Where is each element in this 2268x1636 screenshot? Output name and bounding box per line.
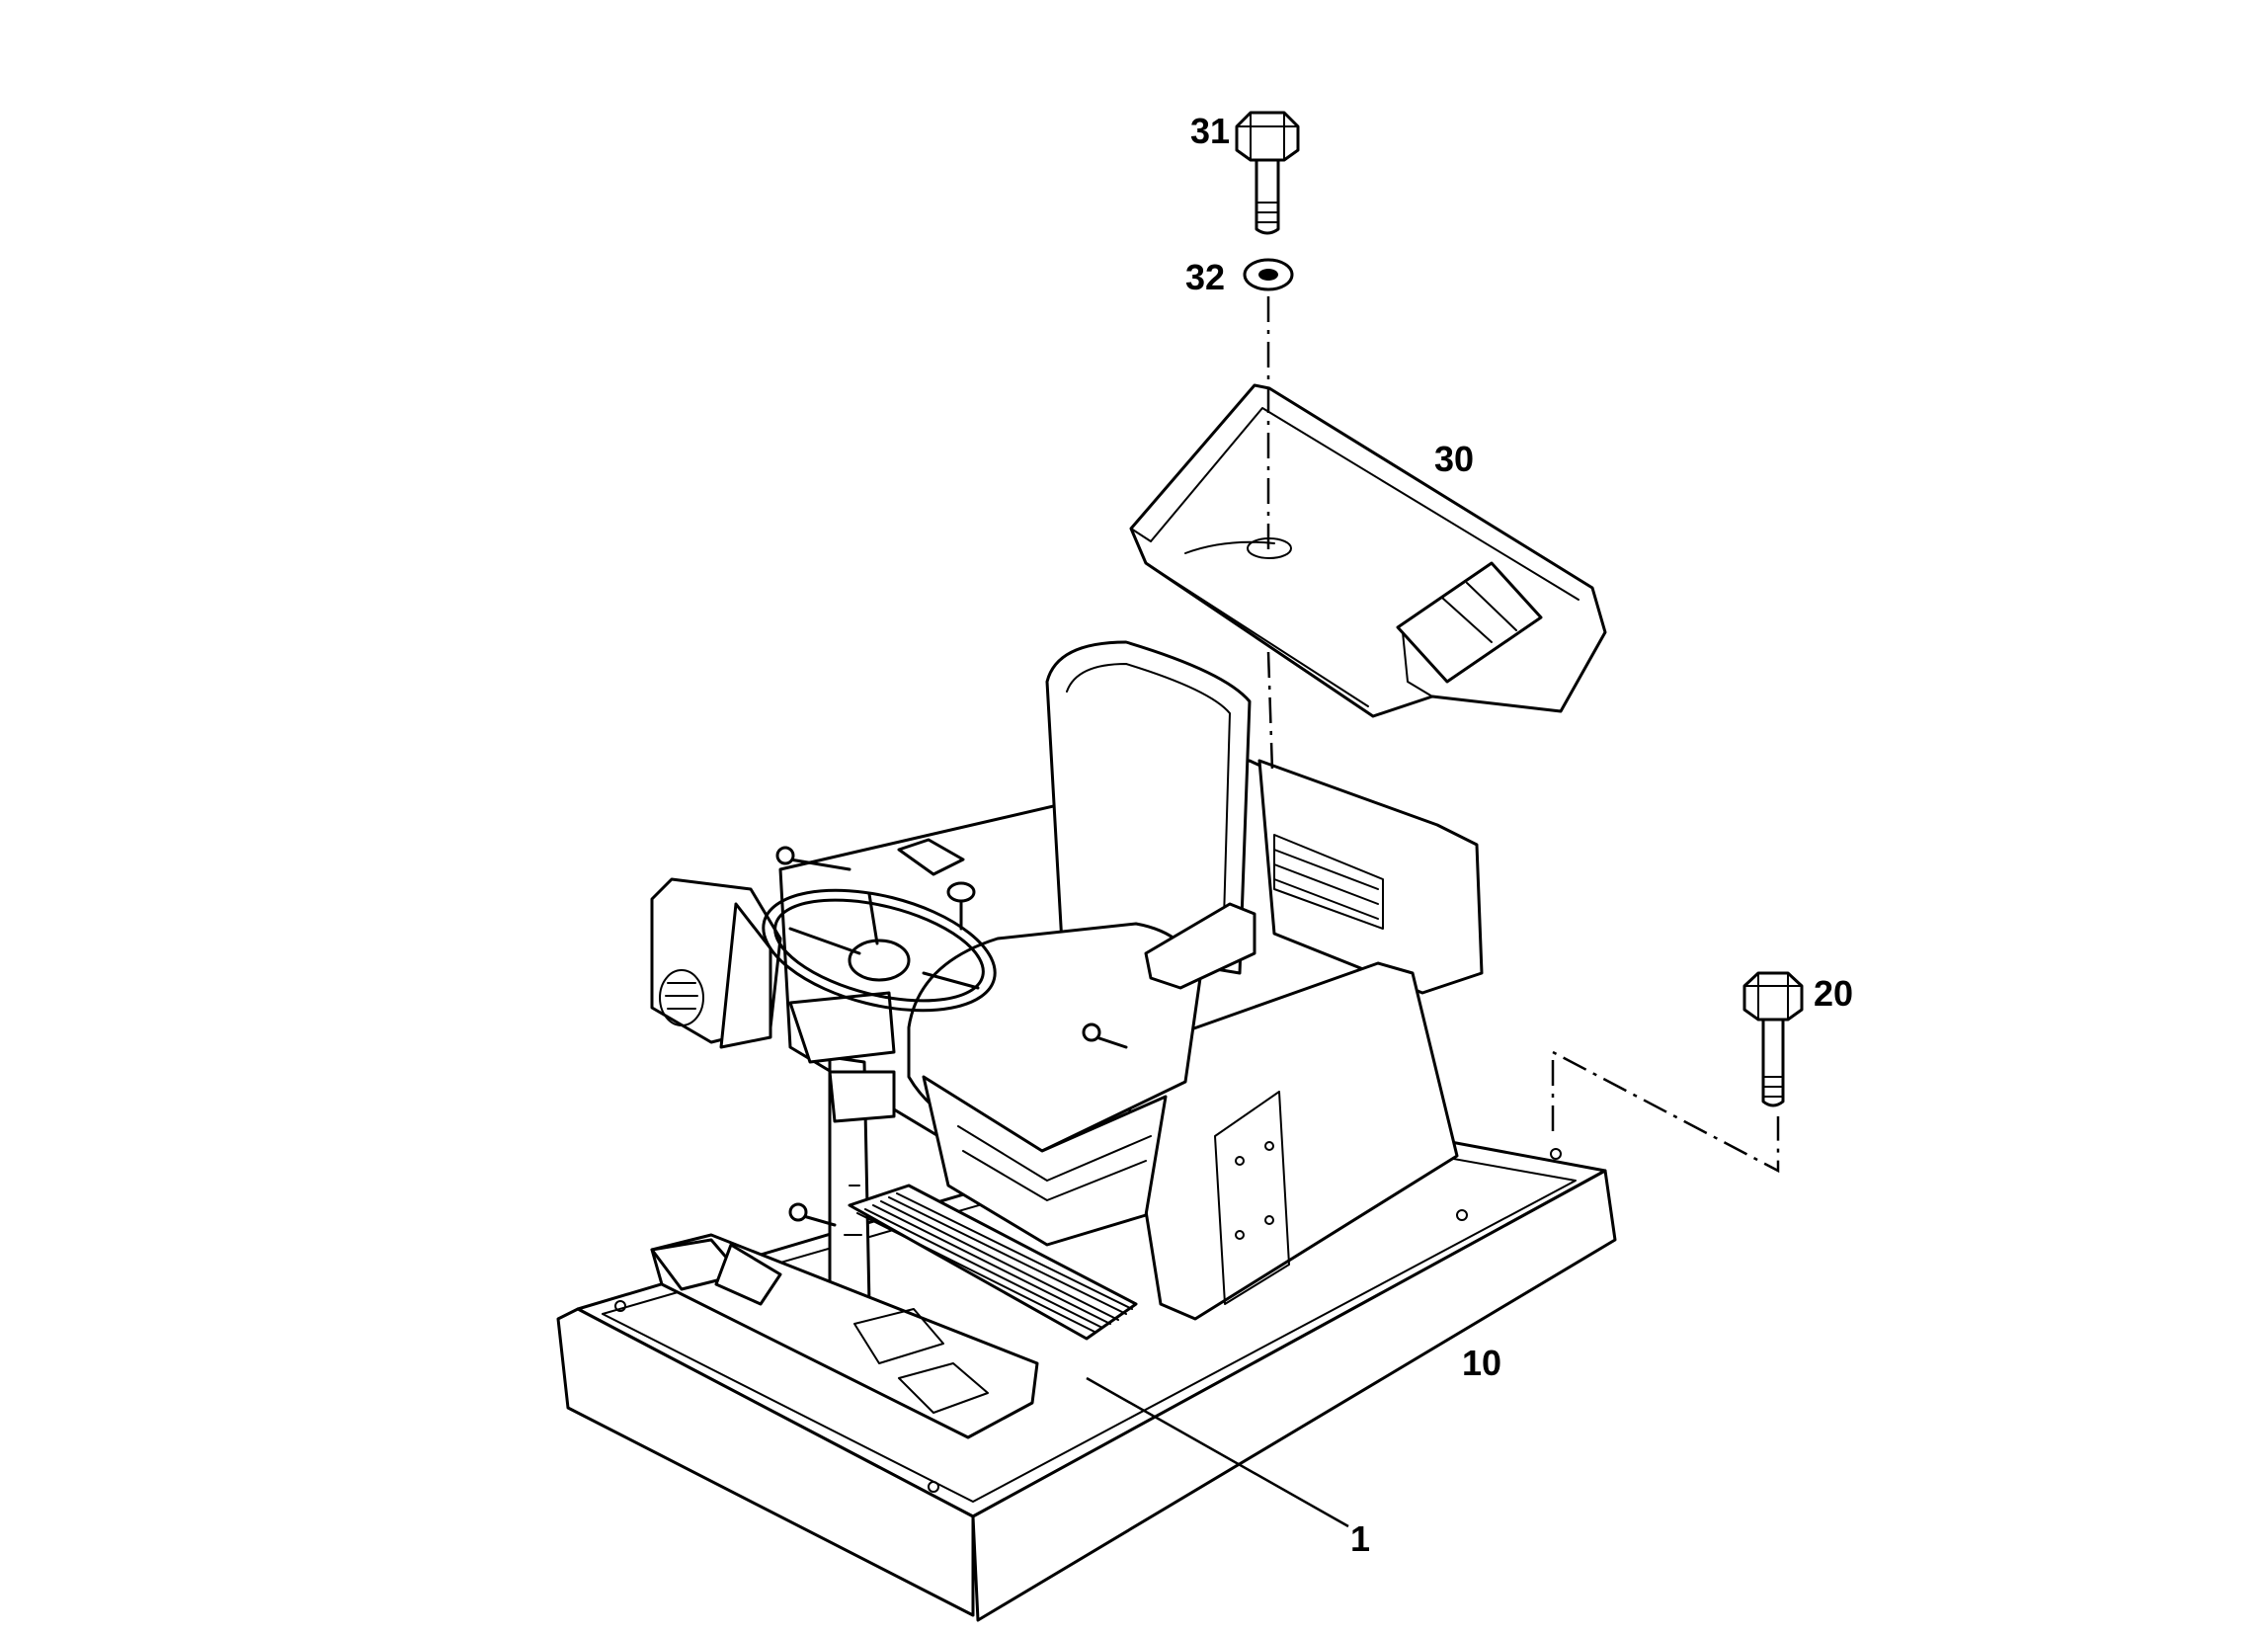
callout-label-1: 1 <box>1350 1518 1370 1559</box>
callout-label-32: 32 <box>1185 257 1225 297</box>
operator-station-part <box>650 640 1484 1439</box>
bolt-31-part <box>1235 111 1300 235</box>
leader-line-1 <box>1086 1376 1349 1528</box>
callout-label-20: 20 <box>1814 973 1853 1014</box>
bolt-20-part <box>1742 971 1804 1107</box>
callout-label-30: 30 <box>1434 439 1474 479</box>
callout-label-10: 10 <box>1462 1343 1501 1383</box>
assembly-centerlines <box>1266 296 1780 1174</box>
callout-label-31: 31 <box>1190 111 1230 151</box>
storage-tray-part <box>1129 383 1607 718</box>
washer-32-part <box>1243 258 1294 291</box>
